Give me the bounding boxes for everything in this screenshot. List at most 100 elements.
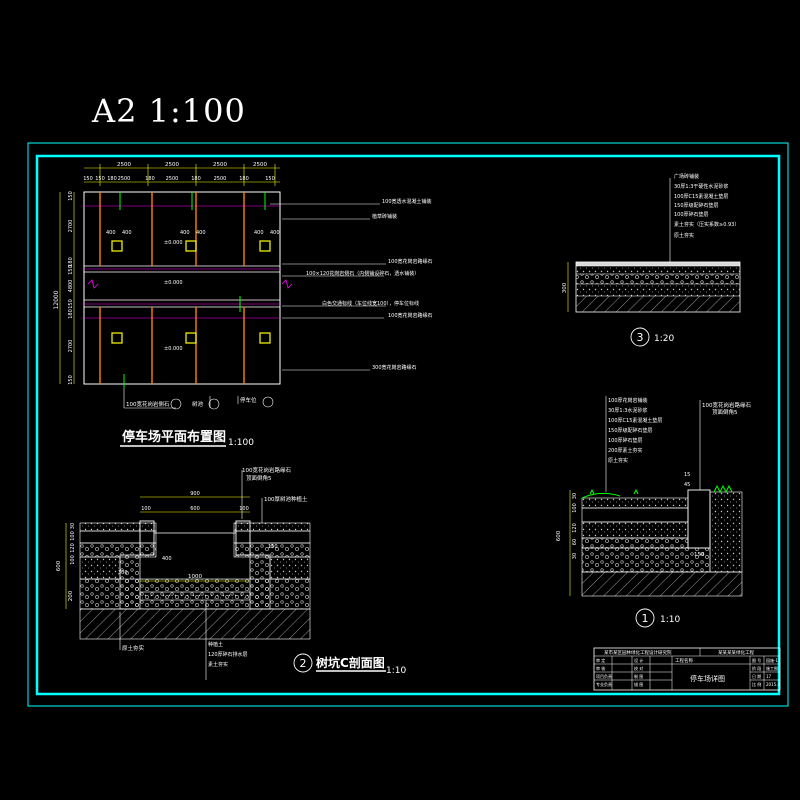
detail2-width: 1000 <box>188 574 202 580</box>
detail2-callout2: 顶面倒角5 <box>246 474 272 482</box>
tree-pit-dims: 400 400 400 400 400 400 <box>106 230 280 236</box>
plan-top-dim: 150 <box>265 176 275 182</box>
detail2-dim: 100 <box>70 531 76 541</box>
plan-top-dim: 180 <box>145 176 155 182</box>
tree-pits <box>111 240 271 344</box>
tb-row-left: 审 核 <box>596 665 605 671</box>
tree-pit <box>259 240 271 252</box>
tree-pit-dim: 400 <box>106 230 116 236</box>
title-block: 某市某区园林绿化工程设计研究院 某某某某绿化工程 工程名称 停车场详图 审 定 设… <box>593 647 781 691</box>
elevation: ±0.000 <box>164 280 183 286</box>
plan-bottom-label-3: 停车位 <box>240 396 257 404</box>
tb-meta-label: 比 例 <box>752 681 761 687</box>
detail3-layer: 原土夯实 <box>674 232 694 239</box>
detail2-scale: 1:10 <box>386 666 406 676</box>
detail2-label: 种植土 <box>208 641 223 648</box>
tree-pit-dim: 400 <box>270 230 280 236</box>
detail1-dim: 100 <box>572 503 578 513</box>
tree-pit-dim: 400 <box>122 230 132 236</box>
plan-callout: 100宽透水混凝土铺装 <box>382 198 432 205</box>
detail2-dim: 300 <box>118 570 128 576</box>
tb-meta-value: 园施-17 <box>766 657 781 663</box>
detail2-callout: 100宽花岗岩路缘石 <box>242 466 291 474</box>
plan-callout: 100×120花岗岩侧石（内侧铺设碎石，透水铺装） <box>306 270 419 277</box>
tree-pit-dim: 400 <box>196 230 206 236</box>
elevation: ±0.000 <box>164 240 183 246</box>
tb-row-mid: 校 对 <box>634 665 643 671</box>
plan-top-dim: 2500 <box>118 176 131 182</box>
tb-company: 某市某区园林绿化工程设计研究院 <box>604 649 672 656</box>
detail3-layer: 30厚1:3干硬性水泥砂浆 <box>674 183 728 190</box>
plan-top-dim: 2500 <box>117 162 131 168</box>
inner-frame <box>35 154 781 696</box>
plan-bottom-label-1: 100宽花岗岩侧石 <box>126 400 170 408</box>
tree-pit <box>185 240 197 252</box>
sheet-title: A2 1:100 <box>92 92 246 130</box>
tb-meta-label: 日 期 <box>752 673 761 679</box>
detail3-dim: 300 <box>562 282 568 293</box>
tree-pit-dim: 400 <box>180 230 190 236</box>
tb-meta-label: 阶 段 <box>752 665 761 671</box>
tb-project: 某某某某绿化工程 <box>718 649 754 656</box>
plan-top-dim: 2500 <box>165 162 179 168</box>
plan-callout: 100宽花岗岩路缘石 <box>388 312 433 319</box>
detail1-dim: 15 <box>684 472 690 478</box>
tree-pit <box>111 240 123 252</box>
detail2-dim-total: 600 <box>56 560 62 571</box>
detail2-label: 120厚碎石排水层 <box>208 651 248 658</box>
detail2-dim: 100 <box>239 506 249 512</box>
plan-left-dim: 2700 <box>68 220 74 233</box>
detail1-dim: 45 <box>684 482 690 488</box>
detail1-dim: 30 <box>572 493 578 499</box>
detail2-dim: 150 <box>268 544 278 550</box>
plan-top-dim: 2500 <box>213 162 227 168</box>
detail1-scale: 1:10 <box>660 615 680 625</box>
tb-meta-value: 17 <box>766 674 772 679</box>
plan-left-dim: 4800 <box>68 280 74 293</box>
tree-pit-dim: 400 <box>254 230 264 236</box>
tb-row-left: 审 定 <box>596 657 605 663</box>
detail2-dim: 30 <box>70 523 76 529</box>
detail3-layer: 100厚C15素混凝土垫层 <box>674 193 728 200</box>
detail1-layers: 100厚花岗岩铺装30厚1:3水泥砂浆100厚C15素混凝土垫层150厚级配碎石… <box>608 397 662 464</box>
plan-scale: 1:100 <box>228 438 254 448</box>
detail1-callout: 100宽花岗岩路缘石 <box>702 401 751 409</box>
detail2-left-dims: 30 100 120 100 <box>70 523 76 565</box>
plan-left-dim: 150 <box>68 265 74 275</box>
detail2-dim: 100 <box>70 555 76 565</box>
tree-pit <box>259 332 271 344</box>
tb-meta-label: 图 号 <box>752 657 761 663</box>
plan-left-total: 12000 <box>53 290 60 309</box>
detail-3: 300 广场砖铺装30厚1:3干硬性水泥砂浆100厚C15素混凝土垫层150厚级… <box>562 173 741 347</box>
plan-top-dim: 2500 <box>166 176 179 182</box>
elevation: ±0.000 <box>164 346 183 352</box>
detail2-callout3: 100厚树池种植土 <box>264 495 308 503</box>
detail2-dim: 120 <box>70 543 76 553</box>
detail1-layer: 200厚素土夯实 <box>608 447 643 454</box>
plan-top-dim: 2500 <box>214 176 227 182</box>
tb-cell-mid-top: 工程名称 <box>675 657 693 664</box>
detail1-dim: 120 <box>572 523 578 533</box>
detail3-number: 3 <box>637 331 644 344</box>
plan-callout: 植草砖铺装 <box>372 213 397 220</box>
detail1-dim: 60 <box>572 539 578 545</box>
detail3-layer: 素土夯实（压实系数≥0.93） <box>674 221 739 228</box>
detail2-title: 树坑C剖面图 <box>316 655 385 670</box>
detail1-dim-total: 600 <box>556 530 562 541</box>
plan-callout: 100宽花岗岩路缘石 <box>388 258 433 265</box>
tb-row-mid: 设 计 <box>634 657 643 663</box>
detail3-layer: 150厚级配碎石垫层 <box>674 202 719 209</box>
tb-drawing-title: 停车场详图 <box>690 674 725 683</box>
detail3-scale: 1:20 <box>654 334 674 344</box>
outer-frame <box>27 142 789 707</box>
plan-title: 停车场平面布置图 <box>122 429 226 445</box>
